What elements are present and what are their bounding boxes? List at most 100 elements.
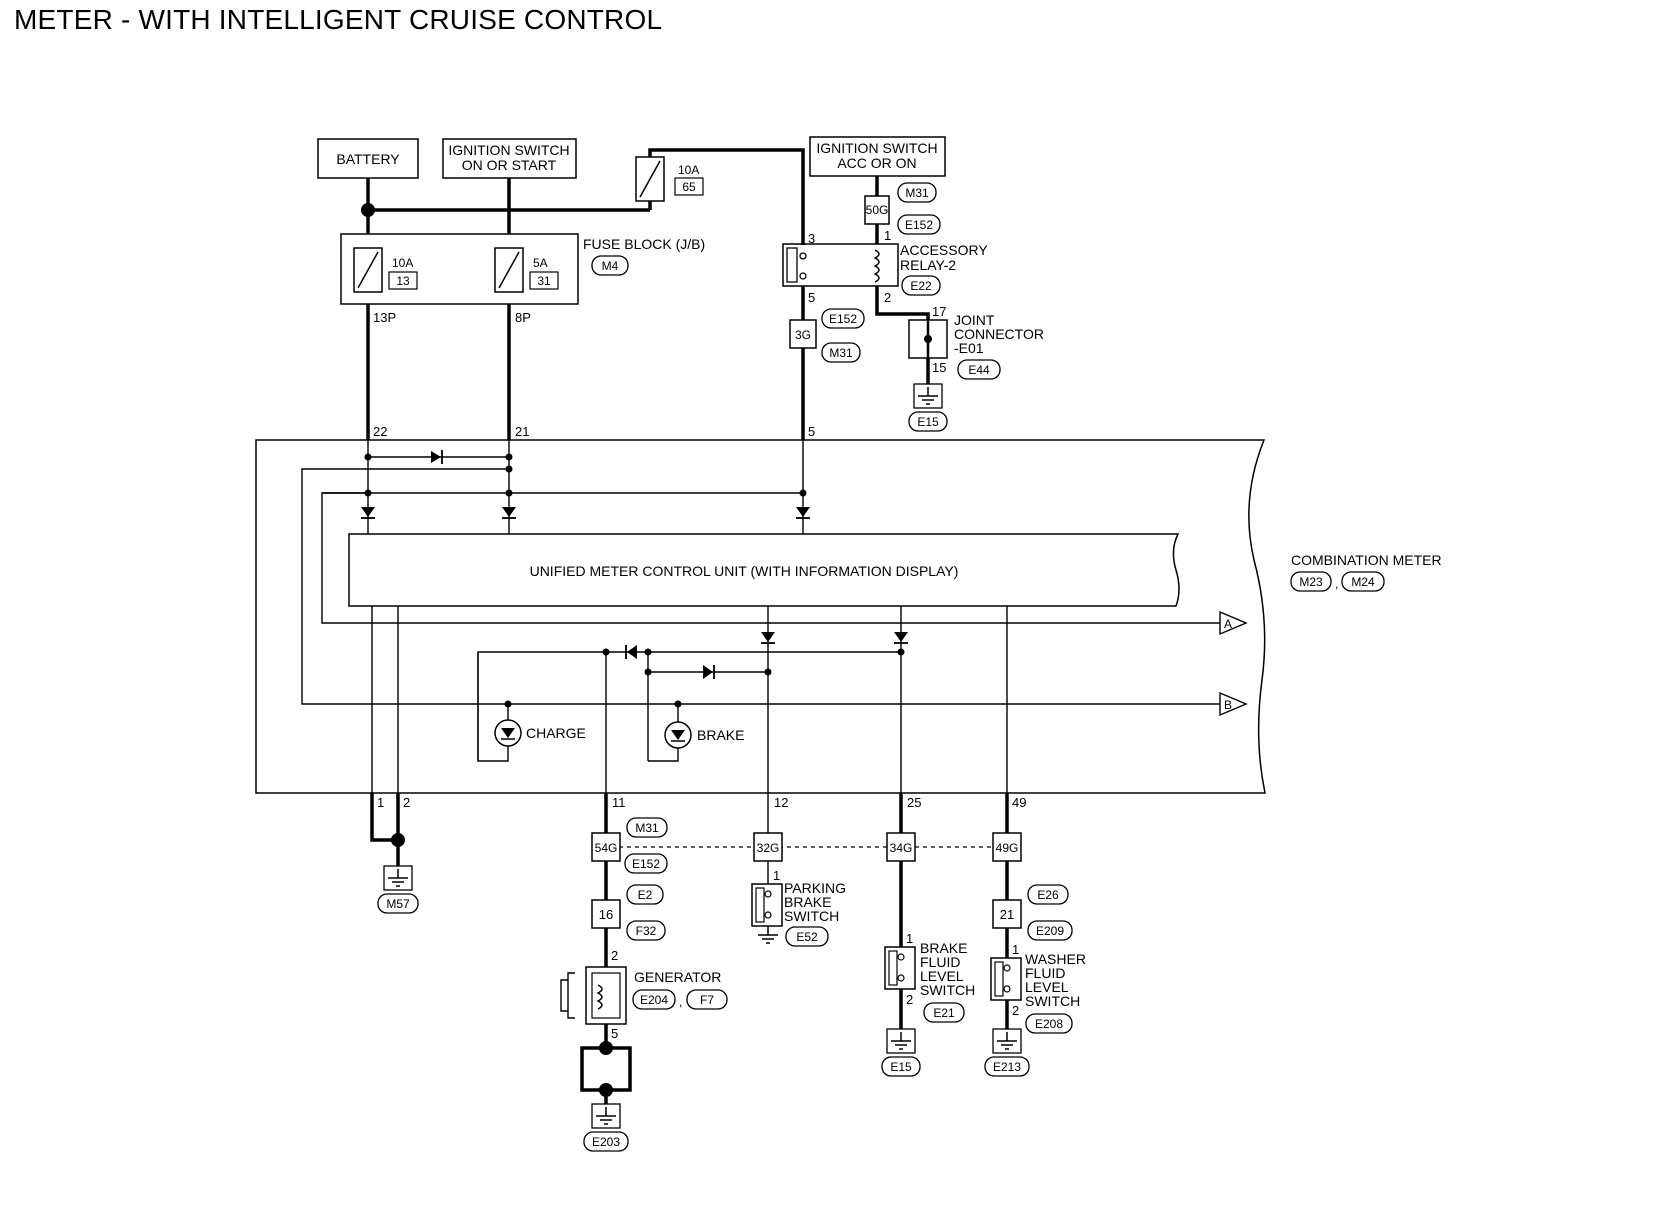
washer-label-3: LEVEL: [1025, 979, 1069, 995]
diode-feed-5: [796, 507, 810, 519]
parking-connector: E52: [796, 930, 818, 944]
generator-sep: ,: [679, 995, 682, 1009]
int-wire-b: [301, 468, 1220, 705]
ground-e15-top-label: E15: [917, 415, 939, 429]
ground-e203-label: E203: [592, 1135, 620, 1149]
accessory-relay-2: 3 5 1 2 ACCESSORY RELAY-2 E22: [782, 228, 988, 305]
fuse13-amp: 10A: [392, 256, 413, 270]
diode-pin25: [894, 632, 908, 644]
fuse-block-label: FUSE BLOCK (J/B): [583, 236, 705, 252]
h50g-m31: M31: [905, 186, 929, 200]
ground-e15-bottom: E15: [881, 1028, 921, 1077]
inline21-num: 21: [1000, 907, 1014, 922]
h54g-e152: E152: [632, 857, 660, 871]
generator-f7: F7: [700, 993, 714, 1007]
brake-fluid-level-switch: 1 2 BRAKE FLUID LEVEL SWITCH E21: [884, 931, 975, 1023]
wire-fuse65-to-relay: [648, 148, 805, 245]
washer-pin2: 2: [1012, 1003, 1019, 1018]
combination-meter-boundary: [255, 439, 1266, 794]
ign-acc-on-line1: IGNITION SWITCH: [816, 140, 937, 156]
diode-charge: [625, 645, 637, 659]
brake-fluid-label-3: LEVEL: [920, 968, 964, 984]
brake-fluid-label-1: BRAKE: [920, 940, 967, 956]
inline16-e2: E2: [638, 888, 653, 902]
joint-label-3: -E01: [954, 340, 984, 356]
fuse65-amp: 10A: [678, 163, 699, 177]
inline16-num: 16: [599, 907, 613, 922]
fuse31-num: 31: [537, 274, 551, 288]
wire-pin1-ground: [370, 793, 398, 842]
unified-meter-control-unit: [348, 533, 1180, 607]
h34g-label: 34G: [890, 841, 913, 855]
inline-connector-21: 21 E26 E209: [992, 884, 1073, 941]
inline21-e209: E209: [1036, 924, 1064, 938]
fuse13-pin: 13P: [373, 310, 396, 325]
ign-acc-on-line2: ACC OR ON: [837, 155, 916, 171]
parking-brake-switch: 1 PARKING BRAKE SWITCH E52: [751, 868, 846, 947]
h3g-m31: M31: [829, 346, 853, 360]
meter-pin11: 11: [612, 795, 626, 810]
harness-34g: 34G: [886, 832, 916, 862]
fuse65-num: 65: [682, 180, 696, 194]
ground-m57: M57: [377, 865, 419, 914]
h54g-label: 54G: [595, 841, 618, 855]
h49g-label: 49G: [996, 841, 1019, 855]
inline16-f32: F32: [636, 924, 657, 938]
parking-label-1: PARKING: [784, 880, 846, 896]
brake-lamp: BRAKE: [648, 700, 744, 762]
wire-relay-coil-out: [875, 286, 930, 320]
fuse13-num: 13: [396, 274, 410, 288]
fuse-65: 10A 65: [635, 156, 704, 202]
inline21-e26: E26: [1037, 888, 1059, 902]
brake-fluid-pin2: 2: [906, 992, 913, 1007]
washer-connector: E208: [1035, 1017, 1063, 1031]
meter-connector-sep: ,: [1335, 577, 1338, 591]
fuse31-pin: 8P: [515, 310, 531, 325]
ground-e203: E203: [583, 1103, 629, 1152]
ignition-acc-on-source: IGNITION SWITCH ACC OR ON: [809, 136, 946, 177]
meter-pin5: 5: [808, 424, 815, 439]
joint-connector: 17 15 JOINT CONNECTOR -E01 E44: [908, 304, 1044, 380]
meter-pin25: 25: [907, 795, 921, 810]
relay-pin2: 2: [884, 290, 891, 305]
joint-label-2: CONNECTOR: [954, 326, 1044, 342]
meter-pin2: 2: [403, 795, 410, 810]
int-wire-lamp-bus: [477, 651, 901, 761]
diode-feed-22: [361, 507, 375, 519]
battery-source: BATTERY: [317, 138, 419, 179]
h3g-label: 3G: [795, 328, 811, 342]
joint-pin17: 17: [932, 304, 946, 319]
splice-battery: [361, 203, 375, 217]
h32g-label: 32G: [757, 841, 780, 855]
meter-connector-m24: M24: [1351, 575, 1375, 589]
joint-label-1: JOINT: [954, 312, 995, 328]
charge-lamp-label: CHARGE: [526, 725, 586, 741]
parking-brake-ground: [757, 925, 779, 944]
fuse-block: 10A 13 5A 31 FUSE BLOCK (J/B) M4 13P 8P: [340, 233, 705, 325]
relay-connector: E22: [910, 279, 932, 293]
ignition-on-start-source: IGNITION SWITCH ON OR START: [442, 138, 577, 179]
relay-pin1: 1: [884, 228, 891, 243]
brake-fluid-connector: E21: [933, 1006, 955, 1020]
inline-connector-16: 16 E2 F32: [591, 884, 666, 941]
harness-54g: 54G M31 E152: [591, 817, 668, 874]
washer-label-2: FLUID: [1025, 965, 1065, 981]
generator-e204: E204: [640, 993, 668, 1007]
h3g-e152: E152: [829, 312, 857, 326]
parking-pin1: 1: [773, 868, 780, 883]
battery-label: BATTERY: [336, 151, 400, 167]
generator-pin2: 2: [611, 948, 618, 963]
meter-pin22: 22: [373, 424, 387, 439]
relay-pin3: 3: [808, 231, 815, 246]
fuse31-amp: 5A: [533, 256, 548, 270]
harness-49g: 49G: [992, 832, 1022, 862]
meter-pin49: 49: [1012, 795, 1026, 810]
ign-on-start-line1: IGNITION SWITCH: [448, 142, 569, 158]
page-title: METER - WITH INTELLIGENT CRUISE CONTROL: [14, 4, 663, 35]
joint-connector-id: E44: [968, 363, 990, 377]
fuse-block-connector: M4: [602, 259, 619, 273]
brake-fluid-pin1: 1: [906, 931, 913, 946]
washer-fluid-level-switch: 1 2 WASHER FLUID LEVEL SWITCH E208: [990, 942, 1086, 1034]
generator-pin5: 5: [611, 1026, 618, 1041]
